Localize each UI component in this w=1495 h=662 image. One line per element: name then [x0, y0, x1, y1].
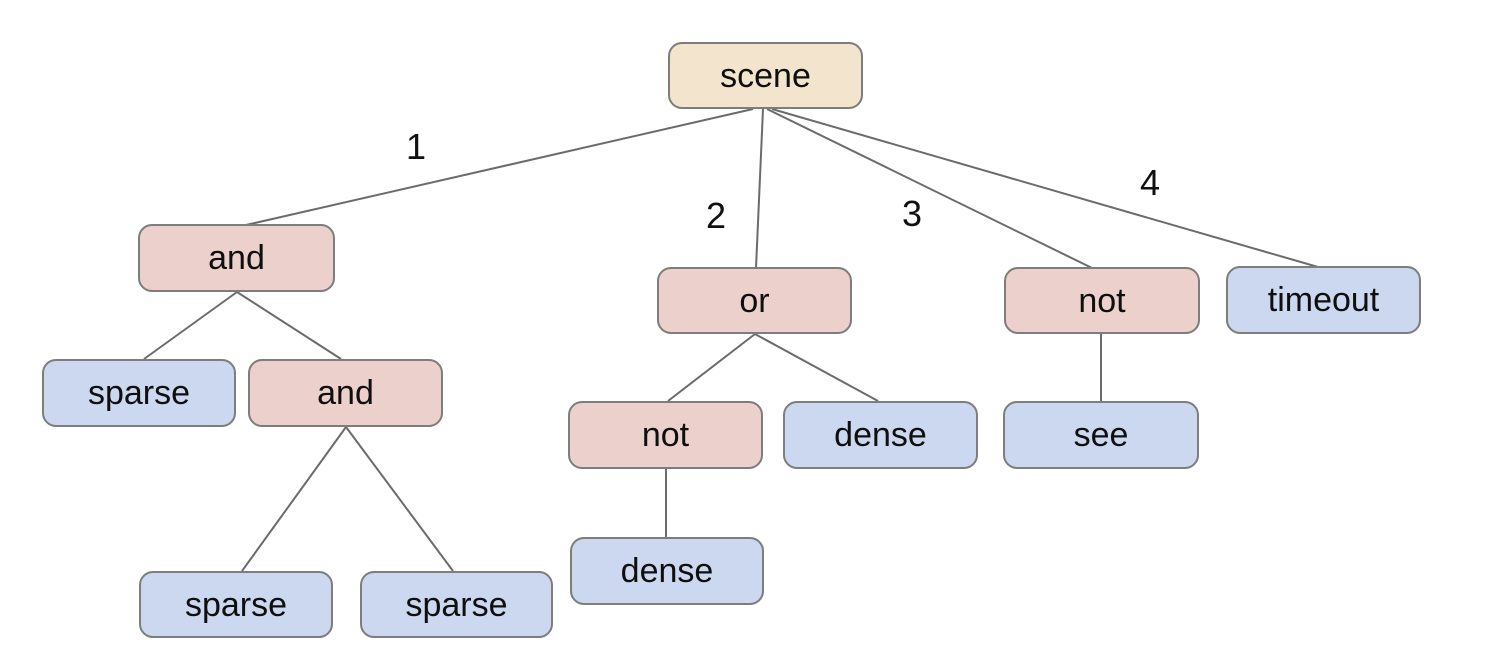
tree-node-label: timeout: [1267, 281, 1380, 319]
tree-edge-or1-dense1: [754, 333, 879, 402]
tree-node-see[interactable]: see: [1003, 401, 1199, 469]
tree-node-label: not: [1078, 281, 1126, 320]
tree-edge-and2-sparse3: [345, 426, 454, 572]
tree-node-or1[interactable]: or: [657, 267, 852, 334]
tree-node-sparse3[interactable]: sparse: [360, 571, 553, 638]
tree-node-not2[interactable]: not: [568, 401, 763, 469]
tree-node-timeout[interactable]: timeout: [1226, 266, 1421, 334]
tree-node-dense1[interactable]: dense: [783, 401, 978, 469]
tree-node-scene[interactable]: scene: [668, 42, 863, 109]
tree-node-label: dense: [620, 552, 714, 590]
tree-edge-scene-or1: [755, 108, 764, 269]
edge-label-2: 2: [705, 195, 727, 236]
tree-node-label: sparse: [405, 585, 508, 624]
tree-node-label: scene: [720, 56, 811, 95]
edge-label-1: 1: [405, 126, 427, 167]
tree-edge-scene-timeout: [771, 108, 1319, 268]
tree-node-label: and: [317, 374, 374, 412]
tree-node-sparse2[interactable]: sparse: [139, 571, 333, 638]
tree-node-label: dense: [834, 416, 927, 454]
edge-label-3: 3: [901, 193, 923, 234]
edge-label-4: 4: [1139, 162, 1161, 203]
tree-node-label: see: [1073, 416, 1129, 454]
tree-node-not1[interactable]: not: [1004, 267, 1200, 334]
tree-node-label: not: [641, 416, 690, 454]
tree-edge-scene-not1: [766, 108, 1093, 269]
tree-node-and2[interactable]: and: [248, 359, 443, 427]
tree-node-label: and: [208, 239, 265, 277]
tree-edge-and1-and2: [236, 291, 342, 360]
tree-node-label: or: [739, 281, 770, 320]
tree-edge-and2-sparse2: [241, 426, 347, 572]
tree-edge-or1-not2: [667, 333, 756, 402]
tree-node-label: sparse: [184, 585, 288, 624]
tree-edge-scene-and1: [245, 108, 754, 226]
tree-node-label: sparse: [87, 374, 191, 412]
tree-node-dense2[interactable]: dense: [570, 537, 764, 605]
tree-edge-and1-sparse1: [143, 291, 238, 360]
tree-node-and1[interactable]: and: [138, 224, 335, 292]
tree-node-sparse1[interactable]: sparse: [42, 359, 236, 427]
